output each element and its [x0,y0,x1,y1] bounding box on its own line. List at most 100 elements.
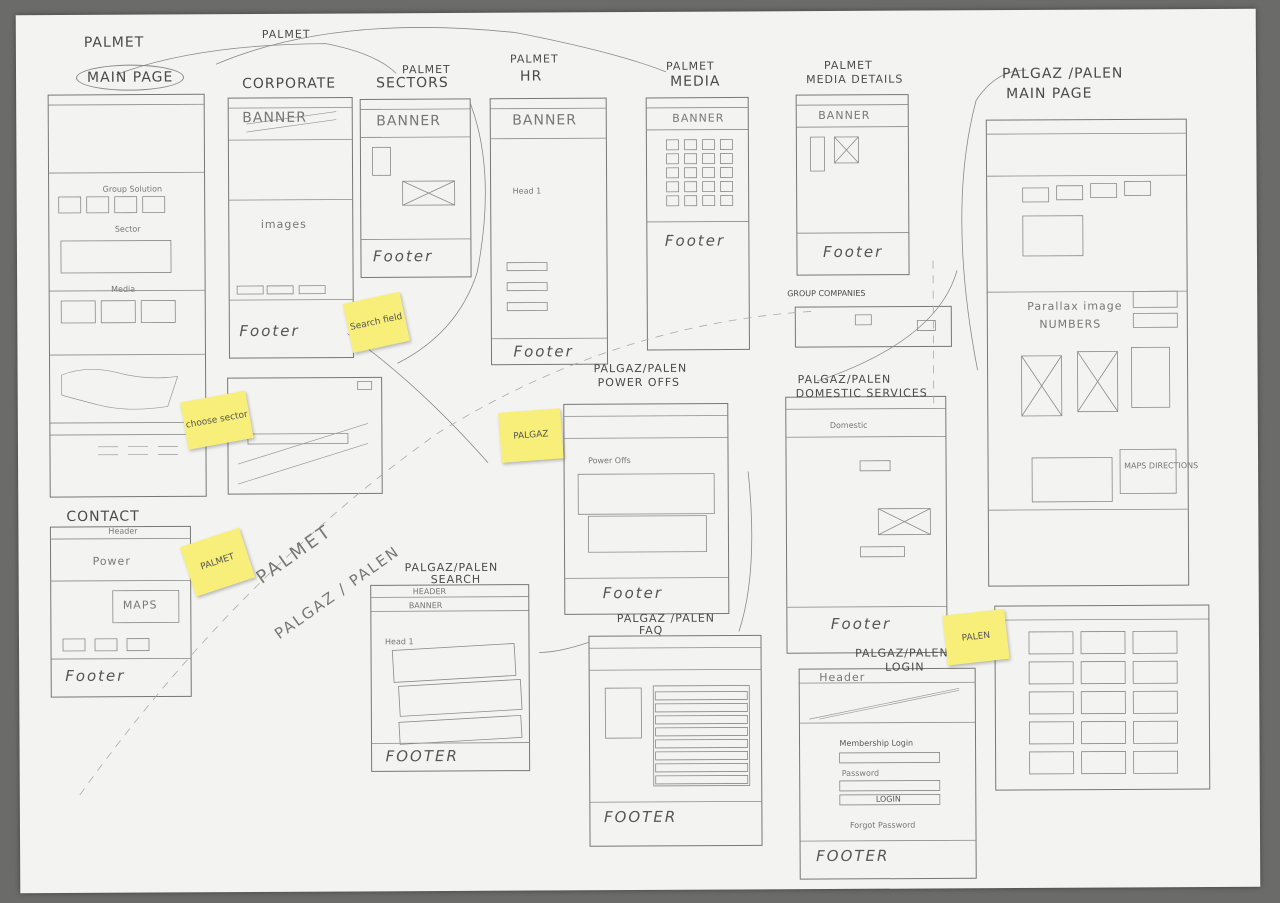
sticky-note-palen: PALEN [942,608,1010,666]
wireframe-palgaz-main [985,118,1190,587]
faq-row [655,763,749,773]
media-details-banner-text: BANNER [818,108,871,123]
poweroffs-footer-text: Footer [602,583,664,603]
login-password-label: Password [841,768,880,778]
wireframe-power-offs [563,403,730,615]
media-thumb [666,195,680,207]
main-group-solution-text: Group Solution [102,184,163,194]
corporate-footer-text: Footer [239,321,300,341]
arrow-main-to-media [215,27,667,73]
title-domestic-2: DOMESTIC SERVICES [795,386,928,401]
media-thumb [720,167,733,178]
contact-header-text: Header [108,526,138,536]
media-thumb [666,153,679,165]
media-thumb [719,139,733,150]
sticky-note-palgaz: PALGAZ [498,408,564,463]
faq-row [654,703,748,713]
wireframe-sketches [47,27,1211,880]
grid-box [1080,661,1126,685]
arrow-main-to-sectors [115,43,397,76]
title-domestic-1: PALGAZ/PALEN [797,372,892,387]
media-banner-text: BANNER [672,111,725,125]
media-thumb [666,167,679,179]
title-media-details-1: PALMET [823,58,873,73]
domestic-heading-text: Domestic [829,420,868,430]
title-faq-2: FAQ [638,623,664,637]
login-header-text: Header [819,670,866,685]
media-thumb [683,139,697,151]
arrow-group-to-domestic [817,270,958,382]
grid-box [1132,660,1178,684]
media-thumb [665,139,679,151]
media-footer-text: Footer [664,231,726,250]
faq-row [655,727,748,737]
wireframe-palen-grid [994,604,1211,791]
arrow-corporate-to-poweroffs [347,333,489,464]
title-media-details-2: MEDIA DETAILS [806,72,904,87]
grid-box [1080,631,1126,655]
login-membership-text: Membership Login [839,738,914,748]
faq-row [654,715,748,725]
domestic-footer-text: Footer [830,614,892,633]
grid-box [1132,690,1178,714]
grid-box [1029,751,1075,775]
faq-row [655,751,749,761]
wireframe-domestic [785,395,948,654]
media-thumb [720,181,734,192]
media-thumb [684,167,697,179]
poweroffs-heading-text: Power Offs [588,456,631,466]
login-forgot-text: Forgot Password [849,820,916,830]
media-thumb [684,153,697,165]
title-power-offs-1: PALGAZ/PALEN [593,361,688,376]
corporate-images-text: images [260,217,307,231]
corporate-banner-text: BANNER [242,109,307,127]
media-thumb [666,181,680,193]
faq-row [655,775,749,785]
grid-box [1080,691,1126,715]
grid-box [1028,631,1074,655]
media-thumb [702,153,715,165]
title-login-2: LOGIN [885,660,925,674]
search-banner-text: BANNER [408,601,443,611]
sketch-paper: PALMET MAIN PAGE PALMET CORPORATE PALMET… [15,8,1261,894]
media-thumb [702,181,716,193]
media-thumb [720,153,733,164]
divider-palmet-palgaz [79,310,818,796]
arrow-faq-to-search [539,641,590,653]
title-login-1: PALGAZ/PALEN [855,646,949,660]
hr-footer-text: Footer [513,342,574,361]
media-details-footer-text: Footer [822,242,884,262]
title-palmet: PALMET [83,34,145,51]
title-media-1: PALMET [665,59,715,73]
wireframe-media-details [795,94,910,276]
media-thumb [684,181,698,193]
divider-vertical [932,260,935,411]
grid-box [1132,630,1178,654]
media-thumb [684,195,698,207]
media-thumb [701,139,715,151]
wireframe-faq [588,634,763,847]
faq-row [655,739,748,749]
contact-power-text: Power [92,554,131,568]
title-power-offs-2: POWER OFFS [597,375,681,390]
title-hr-1: PALMET [509,52,559,66]
grid-box [1133,750,1179,774]
grid-box [1029,721,1074,745]
media-thumb [720,195,734,206]
title-group-companies: GROUP COMPANIES [787,288,866,299]
title-hr-2: HR [519,68,543,85]
title-corporate: CORPORATE [242,75,337,93]
main-media-text: Media [111,284,136,294]
grid-box [1133,720,1178,744]
wireframe-contact [49,525,192,698]
title-faq-1: PALGAZ /PALEN [616,611,716,626]
arrow-poweroffs [738,471,753,632]
sectors-banner-text: BANNER [376,113,442,130]
wireframe-search [370,584,531,772]
wireframe-sector-popup [227,376,383,495]
arrow-to-palgaz-main [961,69,1027,371]
palgaz-parallax-text: Parallax image [1027,299,1123,313]
grid-box [1028,691,1074,715]
login-button-text: LOGIN [875,794,901,804]
